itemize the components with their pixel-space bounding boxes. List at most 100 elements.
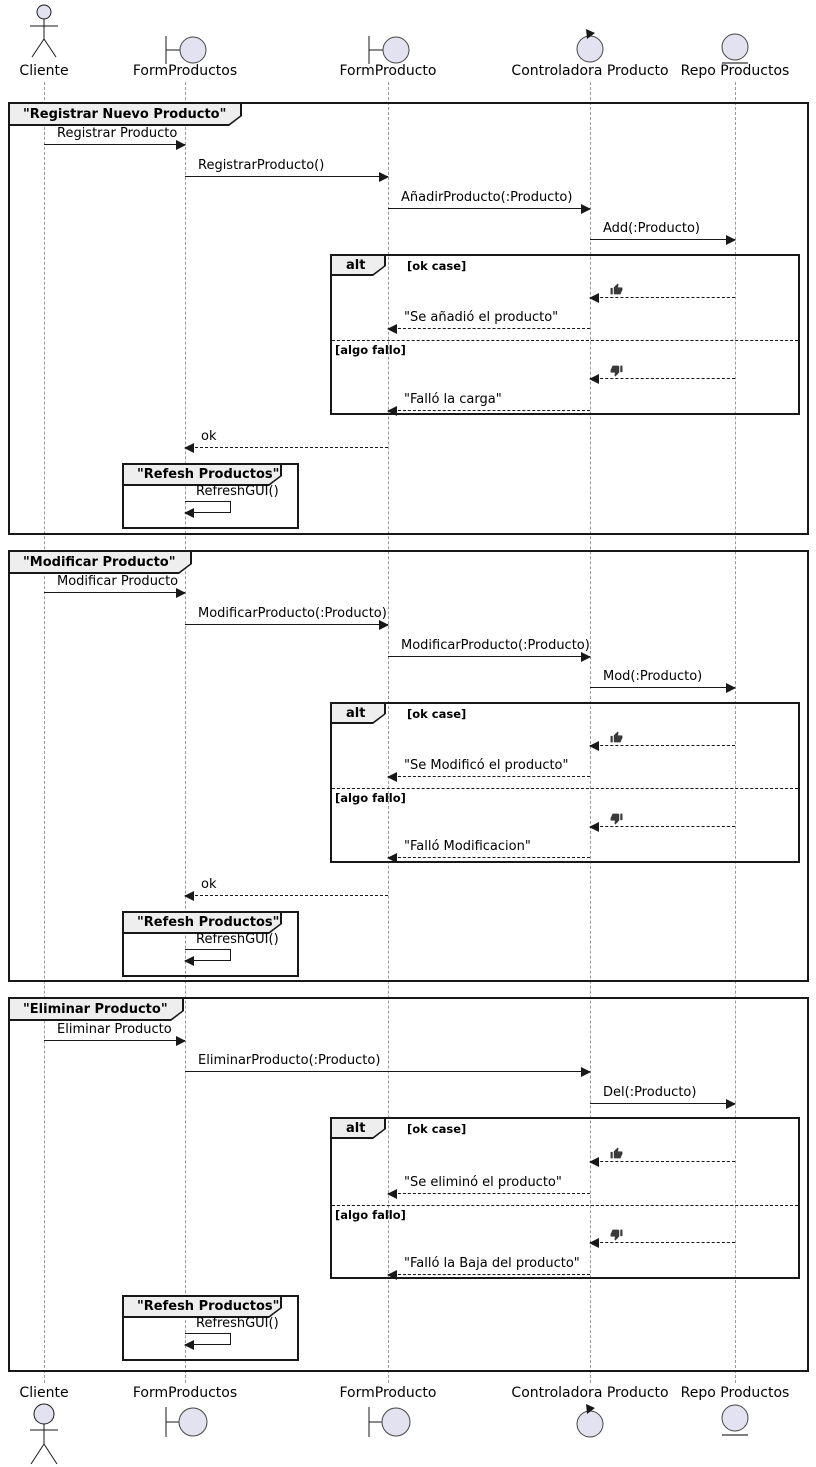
message: Eliminar Producto bbox=[44, 1022, 186, 1046]
frame-title-tab: "Modificar Producto" bbox=[10, 552, 192, 574]
participant-label: FormProducto bbox=[339, 1385, 437, 1401]
control-icon bbox=[574, 1404, 606, 1438]
frame-title: "Refesh Productos" bbox=[124, 913, 280, 932]
message-reply: "Se añadió el producto" bbox=[387, 310, 590, 334]
boundary-icon bbox=[163, 1406, 209, 1438]
guard-ok: [ok case] bbox=[407, 259, 467, 273]
message-label: "Falló la carga" bbox=[404, 392, 502, 407]
message-label: "Se añadió el producto" bbox=[404, 310, 559, 325]
frame-title-tab: "Eliminar Producto" bbox=[10, 999, 184, 1021]
message-label: "Falló la Baja del producto" bbox=[404, 1256, 580, 1271]
boundary-icon bbox=[366, 1406, 412, 1438]
message-label: ok bbox=[201, 429, 217, 444]
message-label: Del(:Producto) bbox=[603, 1085, 697, 1100]
thumbs-up-icon bbox=[610, 283, 623, 296]
message-label: Mod(:Producto) bbox=[603, 669, 703, 684]
entity-icon bbox=[720, 1403, 750, 1437]
frame-registrar-nuevo-producto: "Registrar Nuevo Producto" bbox=[8, 102, 809, 535]
message-result-fail bbox=[589, 809, 735, 832]
alt-label: alt bbox=[332, 1119, 384, 1137]
participant-label: Cliente bbox=[19, 1385, 69, 1401]
participant-label: Repo Productos bbox=[680, 63, 790, 79]
self-message: RefreshGUI() bbox=[184, 932, 279, 968]
message-reply: "Se Modificó el producto" bbox=[387, 758, 590, 782]
message-label: ModificarProducto(:Producto) bbox=[198, 606, 387, 621]
message-label: "Falló Modificacion" bbox=[404, 839, 531, 854]
message-result-ok bbox=[589, 280, 735, 303]
lifeline-formproducto bbox=[388, 82, 389, 1383]
message-result-ok bbox=[589, 1144, 735, 1167]
thumbs-down-icon bbox=[610, 364, 623, 377]
frame-eliminar-producto: "Eliminar Producto" bbox=[8, 997, 809, 1372]
message: ModificarProducto(:Producto) bbox=[388, 638, 591, 662]
message-reply: "Falló la Baja del producto" bbox=[387, 1256, 590, 1280]
message: Add(:Producto) bbox=[590, 221, 736, 245]
participant-label: FormProductos bbox=[132, 1385, 238, 1401]
alt-label: alt bbox=[332, 256, 384, 274]
frame-modificar-producto: "Modificar Producto" bbox=[8, 550, 809, 982]
frame-title: "Refesh Productos" bbox=[124, 1297, 280, 1316]
alt-fragment: alt [ok case] [algo fallo] bbox=[330, 254, 800, 415]
message: Del(:Producto) bbox=[590, 1085, 736, 1109]
message-label: RegistrarProducto() bbox=[198, 158, 325, 173]
self-message: RefreshGUI() bbox=[184, 1316, 279, 1352]
message-label: "Se Modificó el producto" bbox=[404, 758, 569, 773]
lifeline-repo bbox=[735, 82, 736, 1383]
message-result-ok bbox=[589, 728, 735, 751]
guard-fail: [algo fallo] bbox=[335, 343, 406, 357]
frame-title: "Modificar Producto" bbox=[10, 552, 190, 572]
message-ok: ok bbox=[184, 877, 388, 901]
message-label: EliminarProducto(:Producto) bbox=[198, 1053, 381, 1068]
message-label: ok bbox=[201, 877, 217, 892]
message-label: Modificar Producto bbox=[57, 574, 179, 589]
frame-refresh-productos: "Refesh Productos" bbox=[122, 1295, 299, 1361]
alt-label: alt bbox=[332, 704, 384, 722]
frame-title-tab: "Refesh Productos" bbox=[124, 465, 282, 486]
thumbs-down-icon bbox=[610, 1228, 623, 1241]
lifeline-controladora bbox=[590, 82, 591, 1383]
message-label: Registrar Producto bbox=[57, 126, 178, 141]
actor-icon bbox=[26, 1402, 62, 1466]
guard-fail: [algo fallo] bbox=[335, 791, 406, 805]
alt-divider bbox=[332, 1205, 798, 1206]
boundary-icon bbox=[366, 35, 412, 65]
lifeline-cliente bbox=[44, 82, 45, 1383]
lifeline-formproductos bbox=[185, 82, 186, 1383]
participant-label: Controladora Producto bbox=[511, 1385, 669, 1401]
guard-fail: [algo fallo] bbox=[335, 1208, 406, 1222]
alt-divider bbox=[332, 788, 798, 789]
thumbs-down-icon bbox=[610, 812, 623, 825]
message-reply: "Falló la carga" bbox=[387, 392, 590, 416]
entity-icon bbox=[720, 33, 750, 65]
alt-divider bbox=[332, 340, 798, 341]
message-reply: "Se eliminó el producto" bbox=[387, 1175, 590, 1199]
message-label: RefreshGUI() bbox=[196, 1316, 279, 1331]
actor-icon bbox=[26, 3, 62, 61]
participant-label: Controladora Producto bbox=[511, 63, 669, 79]
message: RegistrarProducto() bbox=[185, 158, 389, 182]
boundary-icon bbox=[163, 35, 209, 65]
frame-title: "Refesh Productos" bbox=[124, 465, 280, 484]
frame-refresh-productos: "Refesh Productos" bbox=[122, 463, 299, 529]
frame-refresh-productos: "Refesh Productos" bbox=[122, 911, 299, 977]
message-label: RefreshGUI() bbox=[196, 932, 279, 947]
frame-title-tab: "Refesh Productos" bbox=[124, 1297, 282, 1318]
frame-title-tab: "Refesh Productos" bbox=[124, 913, 282, 934]
alt-fragment: alt [ok case] [algo fallo] bbox=[330, 702, 800, 863]
control-icon bbox=[574, 29, 606, 63]
participant-label: FormProductos bbox=[132, 63, 238, 79]
participant-label: FormProducto bbox=[339, 63, 437, 79]
message-result-fail bbox=[589, 1225, 735, 1248]
frame-title: "Registrar Nuevo Producto" bbox=[10, 104, 240, 124]
message-ok: ok bbox=[184, 429, 388, 453]
message-label: RefreshGUI() bbox=[196, 484, 279, 499]
alt-label-tab: alt bbox=[332, 704, 386, 724]
alt-label-tab: alt bbox=[332, 1119, 386, 1139]
thumbs-up-icon bbox=[610, 731, 623, 744]
message: EliminarProducto(:Producto) bbox=[185, 1053, 591, 1077]
alt-label-tab: alt bbox=[332, 256, 386, 276]
message-reply: "Falló Modificacion" bbox=[387, 839, 590, 863]
message: ModificarProducto(:Producto) bbox=[185, 606, 389, 630]
message-label: "Se eliminó el producto" bbox=[404, 1175, 562, 1190]
